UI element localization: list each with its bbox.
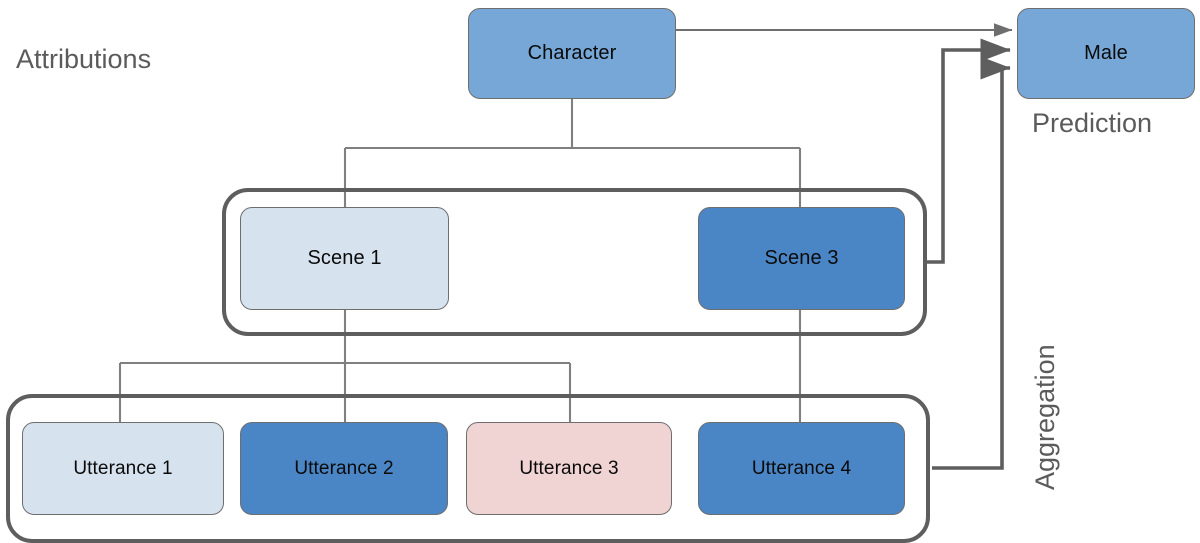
scene-node-1-label: Scene 1 xyxy=(307,247,382,269)
scene-aggregation-arrow xyxy=(927,38,1011,264)
prediction-node[interactable]: Male xyxy=(1017,8,1195,99)
utterance-node-1-label: Utterance 1 xyxy=(73,457,173,479)
scene-node-1[interactable]: Scene 1 xyxy=(240,207,449,310)
utterance-group-container xyxy=(6,394,930,543)
scene-node-3-label: Scene 3 xyxy=(764,247,839,269)
utterance-node-2[interactable]: Utterance 2 xyxy=(240,422,448,515)
utterance-aggregation-arrow xyxy=(932,56,1011,470)
aggregation-label: Aggregation xyxy=(1030,344,1060,490)
scene-node-3[interactable]: Scene 3 xyxy=(698,207,905,310)
utterance-node-3[interactable]: Utterance 3 xyxy=(466,422,672,515)
character-node[interactable]: Character xyxy=(468,8,676,99)
scene-group-container xyxy=(222,188,927,336)
utterance-node-3-label: Utterance 3 xyxy=(519,457,619,479)
utterance-node-4-label: Utterance 4 xyxy=(751,457,852,479)
utterance-node-2-label: Utterance 2 xyxy=(294,457,394,479)
character-node-label: Character xyxy=(527,42,617,64)
prediction-node-label: Male xyxy=(1084,42,1128,64)
utterance-node-4[interactable]: Utterance 4 xyxy=(698,422,905,515)
attributions-label: Attributions xyxy=(16,44,152,74)
utterance-node-1[interactable]: Utterance 1 xyxy=(22,422,224,515)
prediction-label: Prediction xyxy=(1032,108,1153,138)
